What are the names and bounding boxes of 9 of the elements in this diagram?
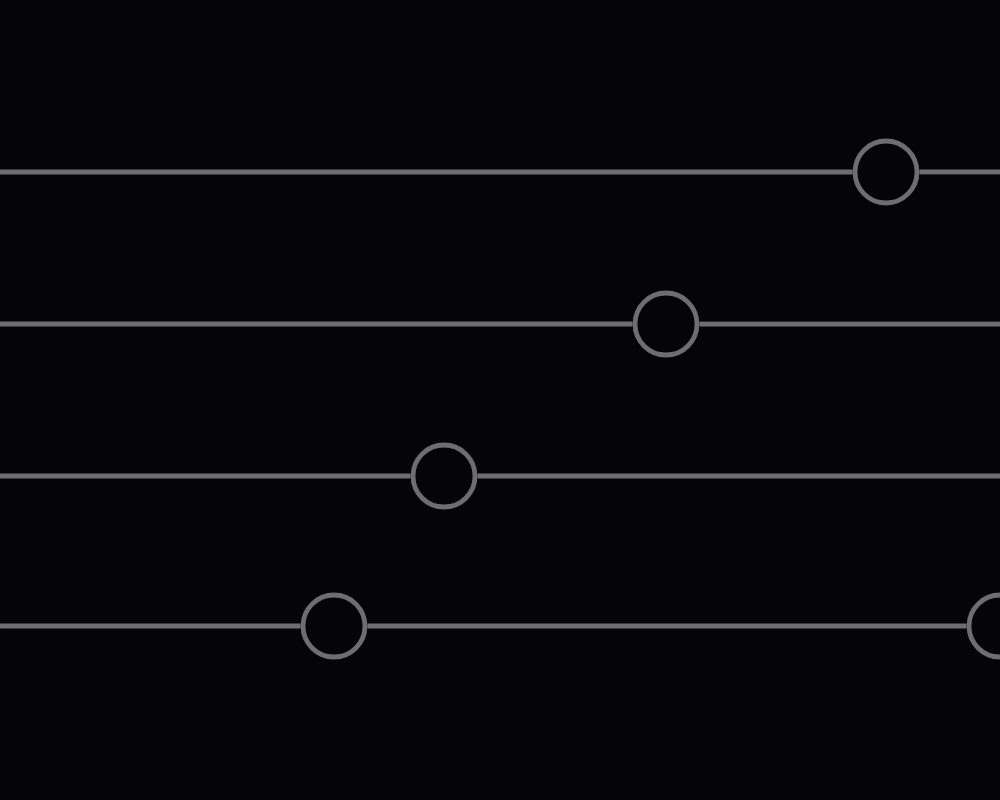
slider-track [0,473,411,479]
slider-track [367,623,967,629]
slider-track [0,169,853,175]
slider-track [919,169,1000,175]
slider-track [477,473,1000,479]
slider-track [0,623,301,629]
slider-track [699,321,1000,327]
slider-knob [966,592,1000,660]
slider-track [0,321,633,327]
